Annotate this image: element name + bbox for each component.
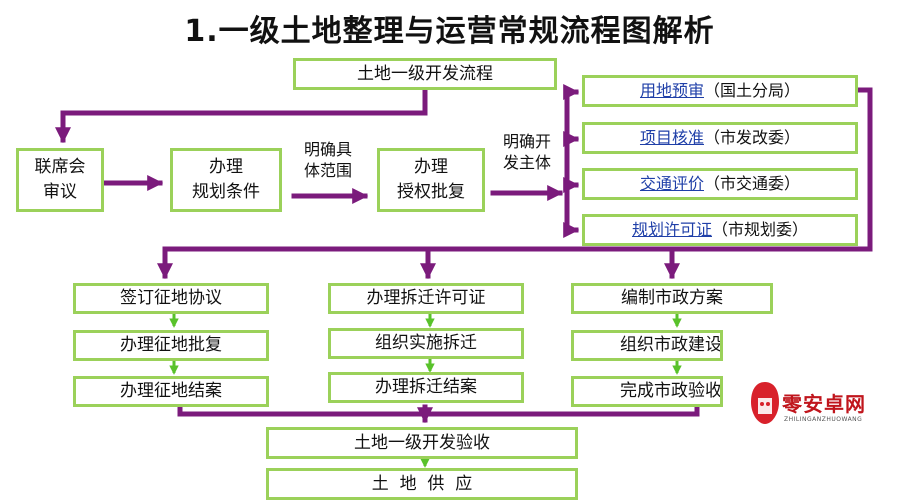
link-land-pre-review[interactable]: 用地预审 (639, 81, 704, 101)
col1-step1: 签订征地协议 (73, 283, 269, 314)
col2-step2: 组织实施拆迁 (328, 328, 524, 359)
agency-land-pre-review: 用地预审 （国土分局） (582, 75, 858, 107)
link-traffic-assessment[interactable]: 交通评价 (639, 174, 704, 194)
agency-traffic-assessment: 交通评价 （市交通委） (582, 168, 858, 200)
col3-step1: 编制市政方案 (571, 283, 773, 314)
flow-start-label: 土地一级开发流程 (357, 63, 493, 84)
arrow-to-review (54, 87, 428, 144)
label-define-scope: 明确具体范围 (303, 140, 352, 180)
step-planning-conditions: 办理 规划条件 (170, 148, 282, 212)
acceptance-box: 土地一级开发验收 (266, 427, 578, 459)
android-logo-icon (751, 382, 779, 424)
col3-step3: 完成市政验收 (571, 376, 723, 407)
col3-step2: 组织市政建设 (571, 330, 723, 361)
agency-project-approval: 项目核准 （市发改委） (582, 122, 858, 154)
watermark-logo: 零安卓网 ZHILINGANZHUOWANG (748, 378, 888, 438)
link-project-approval[interactable]: 项目核准 (639, 128, 704, 148)
col2-step1: 办理拆迁许可证 (328, 283, 524, 314)
flow-start-box: 土地一级开发流程 (293, 58, 557, 90)
col2-step3: 办理拆迁结案 (328, 372, 524, 403)
col1-step3: 办理征地结案 (73, 376, 269, 407)
agency-planning-permit: 规划许可证 （市规划委） (582, 214, 858, 246)
step-joint-review: 联席会 审议 (16, 148, 104, 212)
link-planning-permit[interactable]: 规划许可证 (631, 220, 712, 240)
supply-box: 土 地 供 应 (266, 468, 578, 500)
label-define-developer: 明确开发主体 (502, 132, 551, 172)
step-authorization: 办理 授权批复 (377, 148, 485, 212)
agency-bracket-right (855, 87, 873, 252)
merge-to-acceptance (177, 404, 700, 417)
col1-step2: 办理征地批复 (73, 330, 269, 361)
page-title: 1.一级土地整理与运营常规流程图解析 (184, 14, 715, 49)
